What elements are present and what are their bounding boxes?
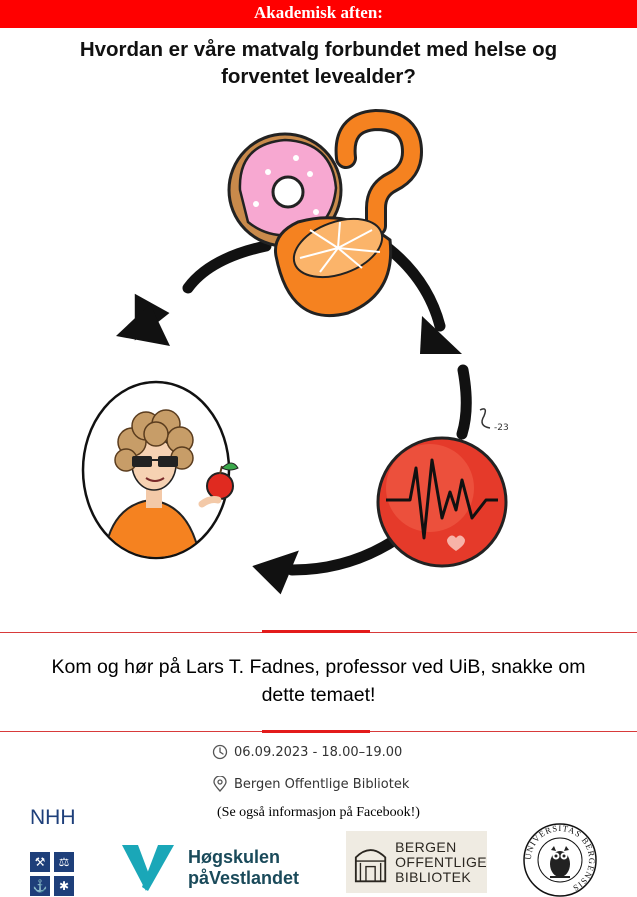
clock-icon [212,744,228,760]
invite-line-1: Kom og hør på Lars T. Fadnes, professor … [51,656,586,678]
hammer-pick-icon: ⚒ [30,852,50,872]
woman-with-apple-portrait [81,380,239,560]
nhh-logo: NHH ⚒ ⚖ ⚓ ✱ [30,806,80,896]
location-pin-icon [213,776,227,792]
page-title: Hvordan er våre matvalg forbundet med he… [10,36,627,90]
hvl-logo-text: Høgskulen påVestlandet [188,847,299,889]
hvl-line-2: påVestlandet [188,868,300,888]
bob-line-1: BERGEN [395,838,457,855]
top-banner: Akademisk aften: [0,0,637,28]
artist-signature: -23 [479,408,509,433]
hvl-logo: Høgskulen påVestlandet [120,843,320,893]
signature-year: -23 [494,423,509,433]
bob-logo-text: BERGEN OFFENTLIGE BIBLIOTEK [395,838,487,885]
nhh-logo-text: NHH [30,806,76,829]
invite-text: Kom og hør på Lars T. Fadnes, professor … [12,653,625,709]
scales-icon: ⚖ [54,852,74,872]
divider-bottom-accent [262,730,370,733]
event-location: Bergen Offentlige Bibliotek [234,776,410,792]
hvl-v-mark-icon [122,845,174,891]
uib-seal-logo: UNIVERSITAS BERGENSIS [523,823,597,897]
divider-top-accent [262,630,370,633]
bob-logo: BERGEN OFFENTLIGE BIBLIOTEK [346,831,487,893]
orange-half-icon [273,216,393,318]
library-building-icon [354,849,387,883]
invite-line-2: dette temaet! [261,684,376,706]
crab-icon: ✱ [54,876,74,896]
facebook-note: (Se også informasjon på Facebook!) [217,805,420,820]
bob-line-2: OFFENTLIGE [395,853,487,870]
event-location-row: Bergen Offentlige Bibliotek [212,774,409,794]
arrow-heads [116,293,462,595]
event-date-row: 06.09.2023 - 18.00–19.00 [212,742,402,762]
owl-icon [550,846,570,878]
anchor-icon: ⚓ [30,876,50,896]
food-health-cycle-illustration: -23 [81,108,509,595]
heartbeat-circle-icon [376,436,508,568]
hvl-line-1: Høgskulen [188,847,281,867]
nhh-emblem: ⚒ ⚖ ⚓ ✱ [30,852,80,896]
bob-line-3: BIBLIOTEK [395,868,472,885]
event-datetime: 06.09.2023 - 18.00–19.00 [234,744,403,760]
title-line-2: forventet levealder? [221,65,416,88]
title-line-1: Hvordan er våre matvalg forbundet med he… [79,38,558,61]
donut-icon [227,132,343,248]
